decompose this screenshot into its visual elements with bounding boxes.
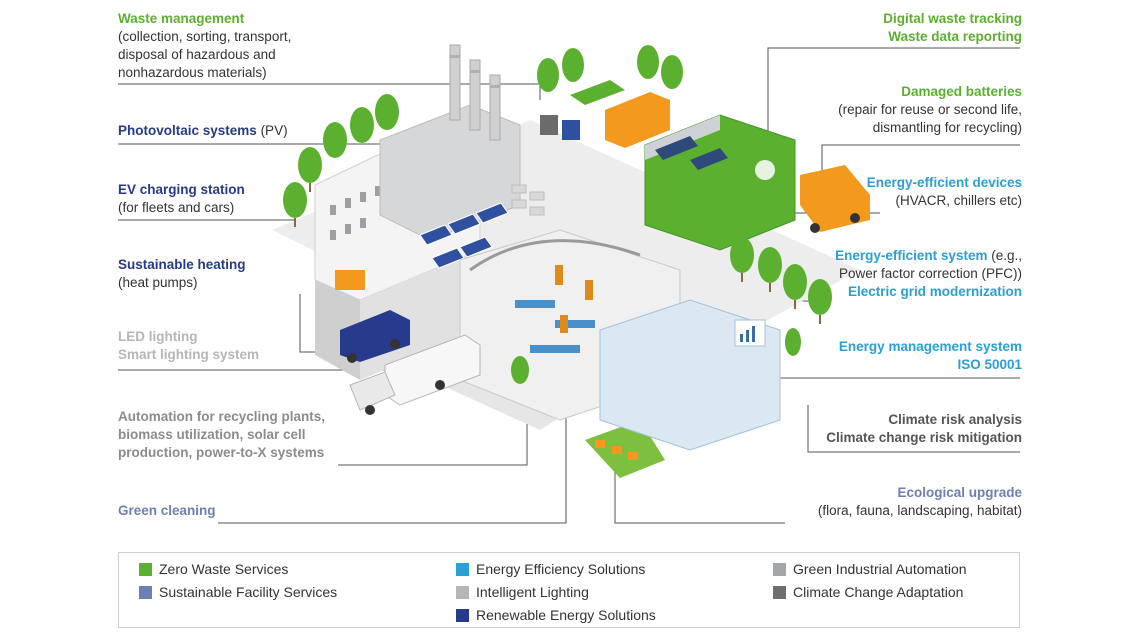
- legend-item-sustainable-facility: Sustainable Facility Services: [139, 584, 337, 600]
- chimney: [489, 74, 501, 141]
- chimney: [449, 44, 461, 121]
- led-lighting-line-1: LED lighting: [118, 329, 198, 344]
- climate-risk-line-2: Climate change risk mitigation: [826, 430, 1022, 445]
- sustainable-heating-title: Sustainable heating: [118, 257, 246, 272]
- legend-label: Intelligent Lighting: [476, 584, 589, 600]
- automation-line-1: Automation for recycling plants,: [118, 409, 326, 424]
- ecological-desc: (flora, fauna, landscaping, habitat): [817, 503, 1022, 518]
- energy-system-title: Energy-efficient system: [835, 248, 988, 263]
- legend-swatch: [773, 562, 786, 576]
- digital-waste-line-1: Digital waste tracking: [883, 11, 1022, 26]
- legend-item-renewable-energy: Renewable Energy Solutions: [456, 607, 656, 623]
- waste-management-desc-2: disposal of hazardous and: [118, 47, 276, 62]
- energy-devices-desc: (HVACR, chillers etc): [895, 193, 1022, 208]
- legend-item-energy-efficiency: Energy Efficiency Solutions: [456, 561, 645, 577]
- callout-waste-management: Waste management (collection, sorting, t…: [118, 10, 291, 82]
- blue-van: [340, 310, 410, 363]
- legend-item-climate-adaptation: Climate Change Adaptation: [773, 584, 963, 600]
- energy-devices-title: Energy-efficient devices: [866, 175, 1022, 190]
- legend-label: Zero Waste Services: [159, 561, 289, 577]
- callout-energy-management: Energy management system ISO 50001: [839, 338, 1022, 374]
- energy-system-suffix: (e.g.,: [991, 248, 1022, 263]
- callout-energy-devices: Energy-efficient devices (HVACR, chiller…: [867, 174, 1022, 210]
- climate-risk-line-1: Climate risk analysis: [888, 412, 1022, 427]
- green-cleaning-title: Green cleaning: [118, 503, 216, 518]
- energy-system-extra: Electric grid modernization: [847, 284, 1022, 299]
- automation-line-2: biomass utilization, solar cell: [118, 427, 306, 442]
- callout-sustainable-heating: Sustainable heating (heat pumps): [118, 256, 246, 292]
- orange-truck: [605, 92, 670, 148]
- damaged-batteries-desc-2: dismantling for recycling): [872, 120, 1022, 135]
- legend-swatch: [456, 608, 469, 622]
- callout-energy-system: Energy-efficient system (e.g., Power fac…: [835, 247, 1022, 301]
- sustainable-heating-desc: (heat pumps): [118, 275, 198, 290]
- legend: Zero Waste Services Sustainable Facility…: [118, 552, 1020, 628]
- orange-van: [800, 165, 870, 233]
- legend-label: Sustainable Facility Services: [159, 584, 338, 600]
- callout-ecological: Ecological upgrade (flora, fauna, landsc…: [818, 484, 1022, 520]
- legend-label: Climate Change Adaptation: [793, 584, 964, 600]
- legend-item-zero-waste: Zero Waste Services: [139, 561, 288, 577]
- digital-waste-line-2: Waste data reporting: [888, 29, 1022, 44]
- callout-digital-waste: Digital waste tracking Waste data report…: [883, 10, 1022, 46]
- energy-system-desc: Power factor correction (PFC)): [838, 266, 1022, 281]
- legend-swatch: [773, 585, 786, 599]
- automation-line-3: production, power-to-X systems: [118, 445, 325, 460]
- photovoltaic-suffix: (PV): [260, 123, 288, 138]
- callout-green-cleaning: Green cleaning: [118, 502, 216, 520]
- energy-management-line-1: Energy management system: [838, 339, 1022, 354]
- energy-management-line-2: ISO 50001: [957, 357, 1022, 372]
- ecological-title: Ecological upgrade: [897, 485, 1022, 500]
- trees: [283, 45, 832, 384]
- legend-label: Renewable Energy Solutions: [476, 607, 656, 623]
- forklift: [335, 270, 365, 290]
- legend-swatch: [456, 585, 469, 599]
- legend-item-green-automation: Green Industrial Automation: [773, 561, 967, 577]
- ev-charging-title: EV charging station: [118, 182, 245, 197]
- callout-ev-charging: EV charging station (for fleets and cars…: [118, 181, 245, 217]
- waste-containers: [540, 80, 625, 140]
- legend-item-intelligent-lighting: Intelligent Lighting: [456, 584, 589, 600]
- legend-label: Green Industrial Automation: [793, 561, 967, 577]
- callout-led-lighting: LED lighting Smart lighting system: [118, 328, 259, 364]
- solar-panels: [419, 202, 509, 269]
- white-truck: [349, 334, 481, 415]
- waste-management-desc-1: (collection, sorting, transport,: [118, 29, 292, 44]
- recycling-building: [644, 114, 796, 251]
- ev-charging-desc: (for fleets and cars): [118, 200, 235, 215]
- waste-management-title: Waste management: [118, 11, 245, 26]
- callout-photovoltaic: Photovoltaic systems (PV): [118, 122, 288, 140]
- callout-damaged-batteries: Damaged batteries (repair for reuse or s…: [838, 83, 1022, 137]
- legend-swatch: [456, 562, 469, 576]
- legend-label: Energy Efficiency Solutions: [476, 561, 646, 577]
- damaged-batteries-desc-1: (repair for reuse or second life,: [838, 102, 1022, 117]
- waste-management-desc-3: nonhazardous materials): [118, 65, 267, 80]
- callout-climate-risk: Climate risk analysis Climate change ris…: [826, 411, 1022, 447]
- damaged-batteries-title: Damaged batteries: [901, 84, 1022, 99]
- callout-automation: Automation for recycling plants, biomass…: [118, 408, 325, 462]
- chimney: [469, 59, 481, 131]
- photovoltaic-title: Photovoltaic systems: [118, 123, 257, 138]
- legend-swatch: [139, 562, 152, 576]
- led-lighting-line-2: Smart lighting system: [118, 347, 260, 362]
- legend-swatch: [139, 585, 152, 599]
